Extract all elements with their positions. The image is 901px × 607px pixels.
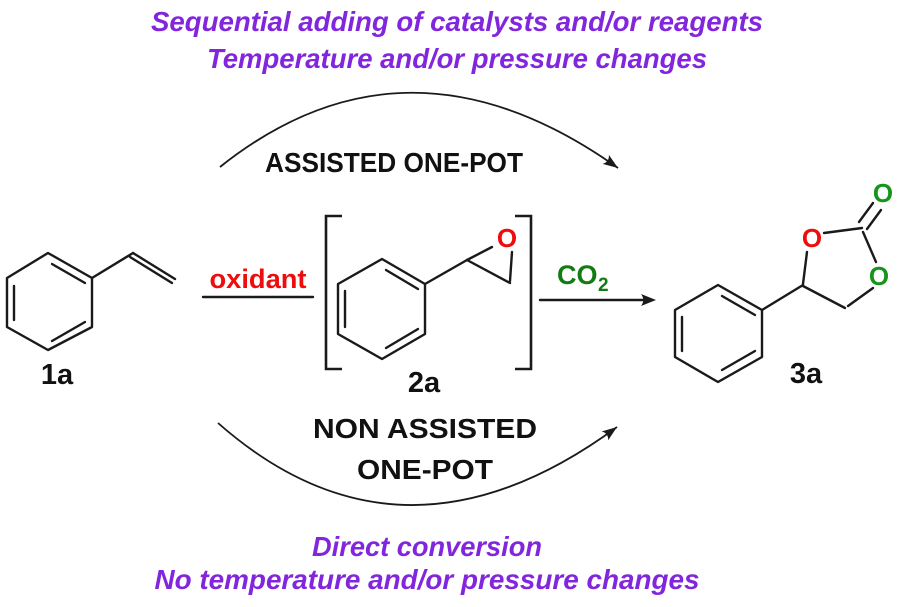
bond — [50, 262, 87, 285]
non-assisted-arc — [217, 422, 618, 506]
assisted-route-label: ASSISTED ONE-POT — [265, 147, 523, 178]
co2-subscript: 2 — [598, 275, 609, 296]
bond — [801, 284, 847, 310]
top-annotation-line1: Sequential adding of catalysts and/or re… — [151, 6, 763, 37]
non-assisted-route-label-line1: NON ASSISTED — [313, 413, 537, 444]
compound-styrene — [5, 251, 177, 352]
assisted-arc — [219, 91, 619, 169]
oxidant-label: oxidant — [210, 264, 307, 294]
non-assisted-arrowhead-icon — [601, 427, 617, 441]
bottom-annotation-line2: No temperature and/or pressure changes — [155, 564, 700, 595]
co2-label: CO — [557, 260, 598, 290]
bond — [465, 245, 494, 262]
bond — [384, 327, 420, 350]
benzene-ring — [5, 251, 94, 352]
bond — [801, 250, 809, 286]
bond — [822, 226, 864, 235]
carbonate-ring-oxygen-right-atom: O — [869, 261, 889, 291]
bond — [131, 251, 177, 281]
left-bracket — [324, 214, 342, 371]
bond — [861, 230, 878, 264]
carbonyl-double-bond — [865, 208, 883, 231]
epoxide-oxygen-atom: O — [497, 223, 517, 253]
carbonyl-double-bond — [857, 201, 875, 224]
carbonate-carbonyl-oxygen-atom: O — [873, 178, 893, 208]
bond — [508, 250, 514, 283]
compound-styrene-oxide: O — [336, 223, 517, 361]
bond — [50, 320, 87, 343]
bond — [90, 251, 135, 280]
non-assisted-route-arrow — [217, 422, 618, 506]
compound-label-2a: 2a — [408, 367, 441, 399]
bond — [384, 268, 420, 291]
benzene-ring — [673, 283, 764, 384]
carbonate-ring-oxygen-left-atom: O — [802, 223, 822, 253]
co2-reaction-arrow — [538, 294, 656, 306]
assisted-arrowhead-icon — [602, 154, 618, 168]
bottom-annotation-line1: Direct conversion — [312, 531, 542, 562]
compound-label-1a: 1a — [41, 359, 74, 391]
bond — [128, 255, 174, 285]
bond — [760, 283, 805, 312]
bond — [846, 286, 875, 308]
bond — [465, 258, 512, 285]
compound-label-3a: 3a — [790, 358, 823, 390]
compound-styrene-carbonate: O O O — [673, 178, 893, 384]
bond — [720, 294, 757, 317]
bond — [720, 349, 757, 372]
right-bracket — [515, 214, 533, 371]
bond — [423, 258, 469, 286]
assisted-route-arrow — [219, 91, 619, 169]
top-annotation-line2: Temperature and/or pressure changes — [207, 43, 707, 74]
arrowhead-icon — [641, 294, 656, 306]
non-assisted-route-label-line2: ONE-POT — [357, 454, 493, 485]
benzene-ring — [336, 257, 427, 361]
